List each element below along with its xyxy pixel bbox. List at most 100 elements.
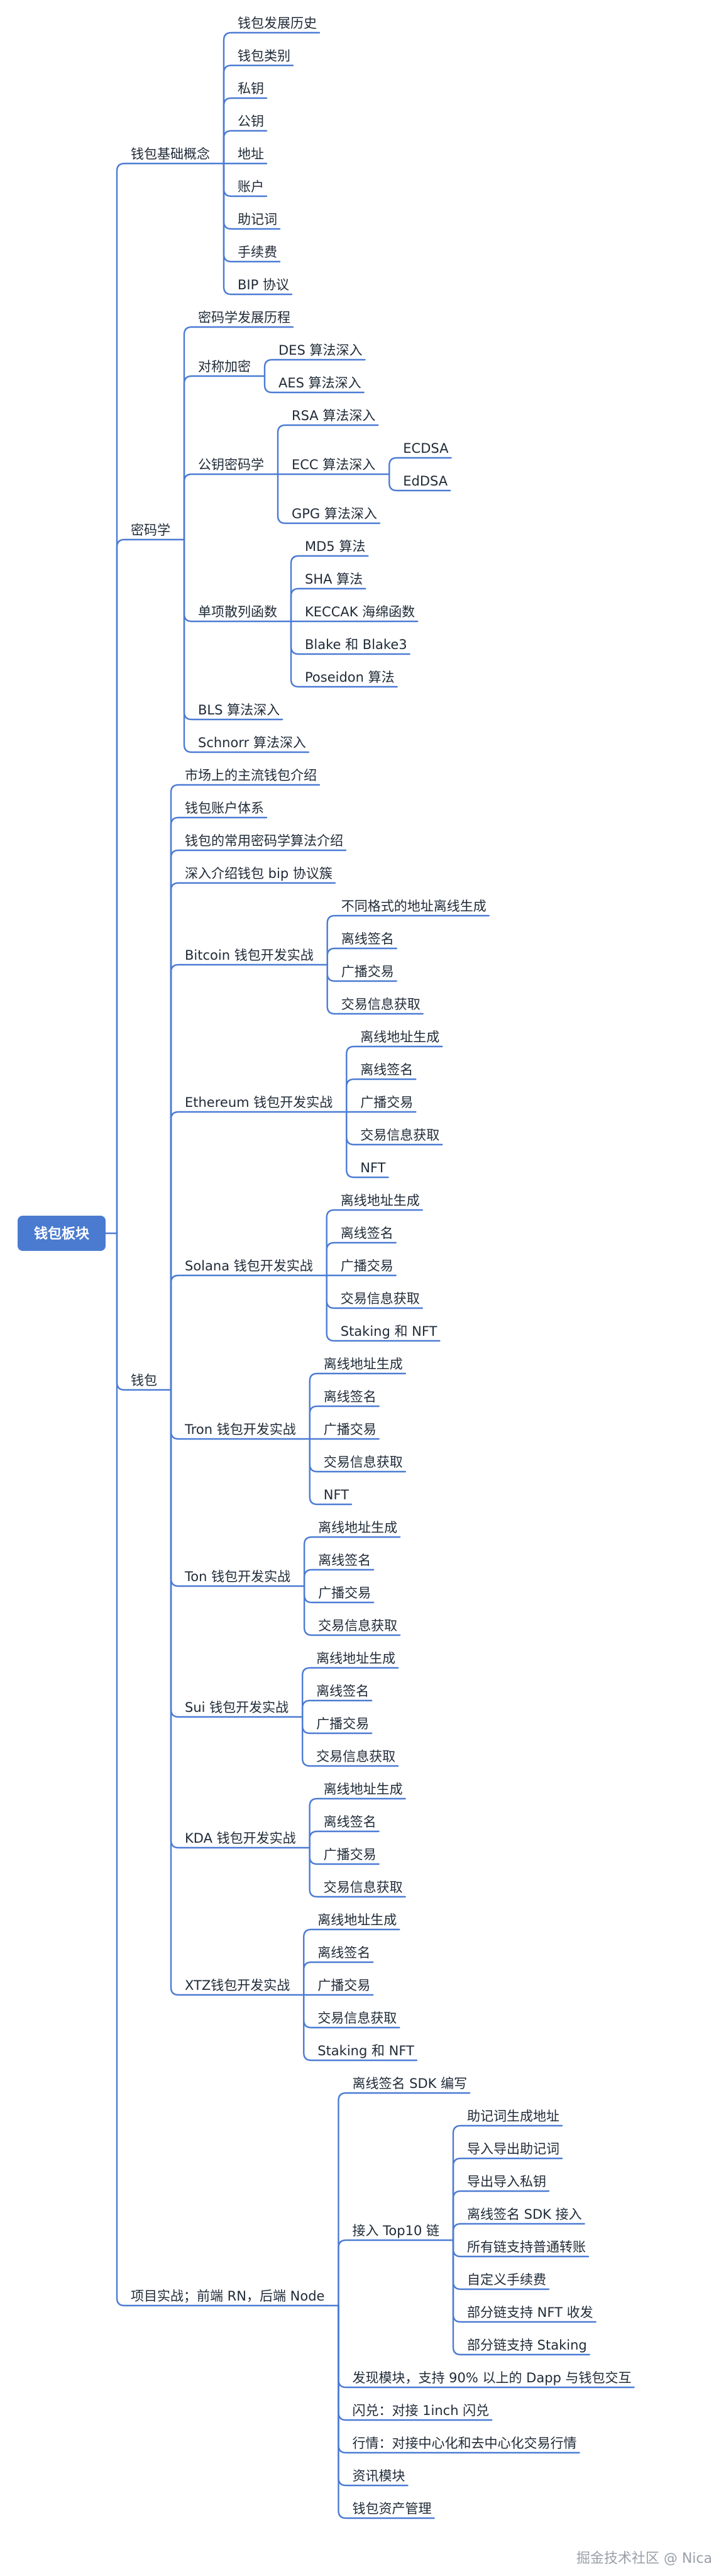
connector-branch [346,1045,359,1113]
mind-node-2-17: BLS 算法深入 [198,702,280,718]
mind-node-2-39: Ton 钱包开发实战 [184,1569,290,1584]
mind-node-2-13: 密码学发展历程 [198,310,290,325]
mind-node-2-14: 对称加密 [198,359,251,374]
connector-branch [116,162,129,1235]
mind-node-3-86: 助记词生成地址 [467,2109,559,2124]
connector-branch [303,1568,317,1587]
connector-branch [452,2157,466,2241]
connector-branch [452,2223,466,2241]
connector-branch [303,1585,317,1604]
mind-node-3-93: 部分链支持 Staking [467,2338,587,2353]
connector-branch [183,326,197,541]
mind-node-3-21: RSA 算法深入 [292,408,375,423]
connector-branch [303,1585,317,1636]
mind-node-2-41: KDA 钱包开发实战 [185,1831,296,1846]
mind-node-3-74: 离线地址生成 [317,1913,397,1928]
mind-node-3-53: 离线签名 [341,1226,393,1241]
connector-branch [309,1438,322,1506]
mind-node-1-2: 钱包 [131,1373,157,1388]
mind-node-3-20: AES 算法深入 [278,375,361,391]
connector-branch [338,2304,351,2389]
mind-node-2-4: 钱包发展历史 [238,16,317,31]
connector-branch [303,1961,316,1996]
connector-branch [277,424,290,475]
mind-node-2-31: 市场上的主流钱包介绍 [185,768,317,783]
connector-branch [326,963,339,1015]
connector-branch [309,1846,322,1865]
mind-node-3-88: 导出导入私钥 [467,2174,546,2189]
connector-branch [183,375,197,541]
connector-branch [346,1111,359,1146]
mind-node-3-92: 部分链支持 NFT 收发 [467,2305,593,2320]
mind-node-2-82: 闪兑：对接 1inch 闪兑 [352,2403,489,2418]
connector-branch [277,473,290,525]
connector-branch [183,473,197,541]
mind-node-2-80: 接入 Top10 链 [352,2223,439,2238]
mind-node-2-10: 助记词 [238,212,277,227]
mind-node-3-68: 广播交易 [316,1716,369,1731]
connector-branch [326,914,339,966]
connector-branch [338,2239,351,2307]
connector-branch [388,457,402,475]
mind-node-2-85: 钱包资产管理 [352,2501,431,2516]
root-node-label: 钱包板块 [34,1226,90,1242]
mind-node-2-5: 钱包类别 [238,48,290,64]
mind-node-2-9: 账户 [238,179,264,194]
mind-node-3-26: MD5 算法 [305,539,365,554]
mind-node-3-47: 离线地址生成 [360,1030,439,1045]
connector-branch [223,64,236,165]
connector-branch [338,2304,351,2487]
mind-node-3-54: 广播交易 [341,1258,393,1274]
mind-node-3-64: 广播交易 [318,1585,371,1601]
connector-branch [309,1372,322,1440]
mind-node-3-61: NFT [324,1487,349,1502]
connector-branch [309,1405,322,1440]
mind-node-3-22: ECC 算法深入 [292,457,375,472]
connector-branch [309,1846,322,1898]
mind-node-2-32: 钱包账户体系 [185,801,264,816]
connector-branch [263,358,277,377]
connector-branch [452,2239,466,2258]
mind-node-2-34: 深入介绍钱包 bip 协议簇 [185,866,333,881]
mind-node-3-50: 交易信息获取 [360,1128,439,1143]
connector-branch [326,1274,339,1309]
connector-branch [309,1830,322,1849]
connector-branch [183,538,197,623]
connector-branch [170,849,184,1391]
connector-branch [290,587,304,623]
connector-branch [303,1536,317,1587]
mind-node-1-3: 项目实战；前端 RN，后端 Node [131,2289,324,2304]
mind-node-3-89: 离线签名 SDK 接入 [467,2207,582,2222]
mind-node-3-65: 交易信息获取 [318,1618,397,1633]
mind-node-3-60: 交易信息获取 [324,1455,403,1470]
connector-branch [303,1994,316,2029]
connector-branch [223,130,236,165]
connector-branch [290,555,304,623]
mind-node-2-84: 资讯模块 [352,2468,405,2484]
mind-node-3-69: 交易信息获取 [316,1749,395,1764]
connector-branch [452,2239,466,2356]
mind-node-3-44: 离线签名 [341,931,394,947]
connector-branch [223,31,236,165]
connector-branch [170,1389,184,1996]
mind-node-3-76: 广播交易 [317,1978,370,1993]
mind-node-2-11: 手续费 [238,245,277,260]
mind-node-3-19: DES 算法深入 [278,343,362,358]
connector-branch [326,1209,339,1277]
connector-branch [223,162,236,296]
connector-branch [309,1797,322,1849]
mind-node-3-29: Blake 和 Blake3 [305,637,407,652]
connector-branch [303,1928,316,1996]
mind-node-3-58: 离线签名 [324,1389,377,1404]
connector-branch [223,162,236,197]
connector-branch [338,2304,351,2454]
mind-node-2-16: 单项散列函数 [198,604,277,619]
connector-branch [338,2092,351,2307]
connector-branch [116,538,129,1235]
mind-node-3-45: 广播交易 [341,964,394,979]
mind-node-1-1: 密码学 [131,523,170,538]
connector-branch [301,1716,315,1767]
connector-branch [170,784,184,1391]
mind-node-1-0: 钱包基础概念 [131,147,210,162]
